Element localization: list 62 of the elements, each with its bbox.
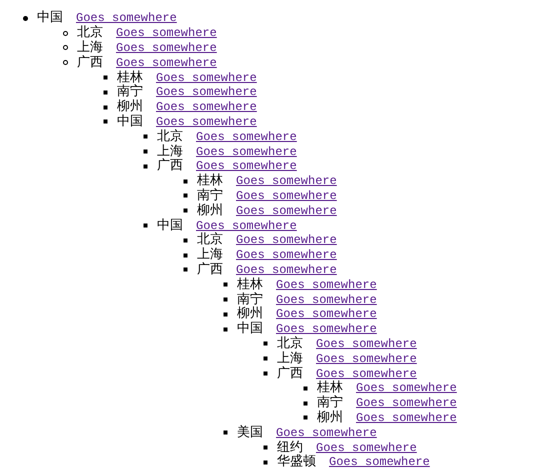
link: Goes somewhere xyxy=(156,85,257,100)
place-name: 中国 xyxy=(117,114,143,129)
link: Goes somewhere xyxy=(236,233,337,248)
link: Goes somewhere xyxy=(356,381,457,396)
link: Goes somewhere xyxy=(316,352,417,366)
place-name: 中国 xyxy=(157,218,183,233)
place-name: 广西 xyxy=(77,56,103,70)
place-name: 广西 xyxy=(197,262,223,277)
link: Goes somewhere xyxy=(276,307,377,322)
link: Goes somewhere xyxy=(356,410,457,425)
place-name: 广西 xyxy=(157,159,183,174)
link: Goes somewhere xyxy=(276,426,377,440)
link: Goes somewhere xyxy=(116,56,217,70)
link: Goes somewhere xyxy=(156,70,257,85)
place-name: 桂林 xyxy=(317,381,343,396)
link: Goes somewhere xyxy=(156,100,257,114)
link: Goes somewhere xyxy=(76,11,177,26)
link: Goes somewhere xyxy=(356,396,457,410)
link: Goes somewhere xyxy=(196,159,297,174)
place-name: 南宁 xyxy=(197,188,223,203)
link: Goes somewhere xyxy=(276,322,377,336)
place-name: 中国 xyxy=(237,322,263,336)
link: Goes somewhere xyxy=(329,455,430,470)
place-name: 柳州 xyxy=(317,410,343,425)
place-name: 桂林 xyxy=(197,174,223,188)
link: Goes somewhere xyxy=(316,440,417,454)
place-name: 上海 xyxy=(197,248,223,262)
link: Goes somewhere xyxy=(236,204,337,218)
link: Goes somewhere xyxy=(236,188,337,203)
place-name: 桂林 xyxy=(117,70,143,85)
place-name: 纽约 xyxy=(277,440,303,454)
link: Goes somewhere xyxy=(116,26,217,40)
link: Goes somewhere xyxy=(116,40,217,55)
place-name: 南宁 xyxy=(117,85,143,100)
place-name: 北京 xyxy=(157,130,183,144)
link: Goes somewhere xyxy=(316,366,417,381)
link: Goes somewhere xyxy=(156,114,257,129)
place-name: 南宁 xyxy=(237,292,263,307)
place-name: 华盛顿 xyxy=(277,455,316,470)
place-name: 广西 xyxy=(277,366,303,381)
place-name: 南宁 xyxy=(317,396,343,410)
link: Goes somewhere xyxy=(196,130,297,144)
place-name: 中国 xyxy=(37,11,63,26)
link: Goes somewhere xyxy=(196,218,297,233)
place-name: 美国 xyxy=(237,426,263,440)
link: Goes somewhere xyxy=(276,278,377,292)
place-name: 桂林 xyxy=(237,278,263,292)
place-name: 柳州 xyxy=(117,100,143,114)
link: Goes somewhere xyxy=(196,144,297,159)
place-name: 柳州 xyxy=(197,204,223,218)
link: Goes somewhere xyxy=(316,336,417,351)
link: Goes somewhere xyxy=(236,174,337,188)
link: Goes somewhere xyxy=(276,292,377,307)
place-name: 北京 xyxy=(77,26,103,40)
place-name: 上海 xyxy=(157,144,183,159)
place-name: 北京 xyxy=(277,336,303,351)
link: Goes somewhere xyxy=(236,262,337,277)
place-name: 柳州 xyxy=(237,307,263,322)
link: Goes somewhere xyxy=(236,248,337,262)
place-name: 上海 xyxy=(277,352,303,366)
place-name: 上海 xyxy=(77,40,103,55)
place-name: 北京 xyxy=(197,233,223,248)
